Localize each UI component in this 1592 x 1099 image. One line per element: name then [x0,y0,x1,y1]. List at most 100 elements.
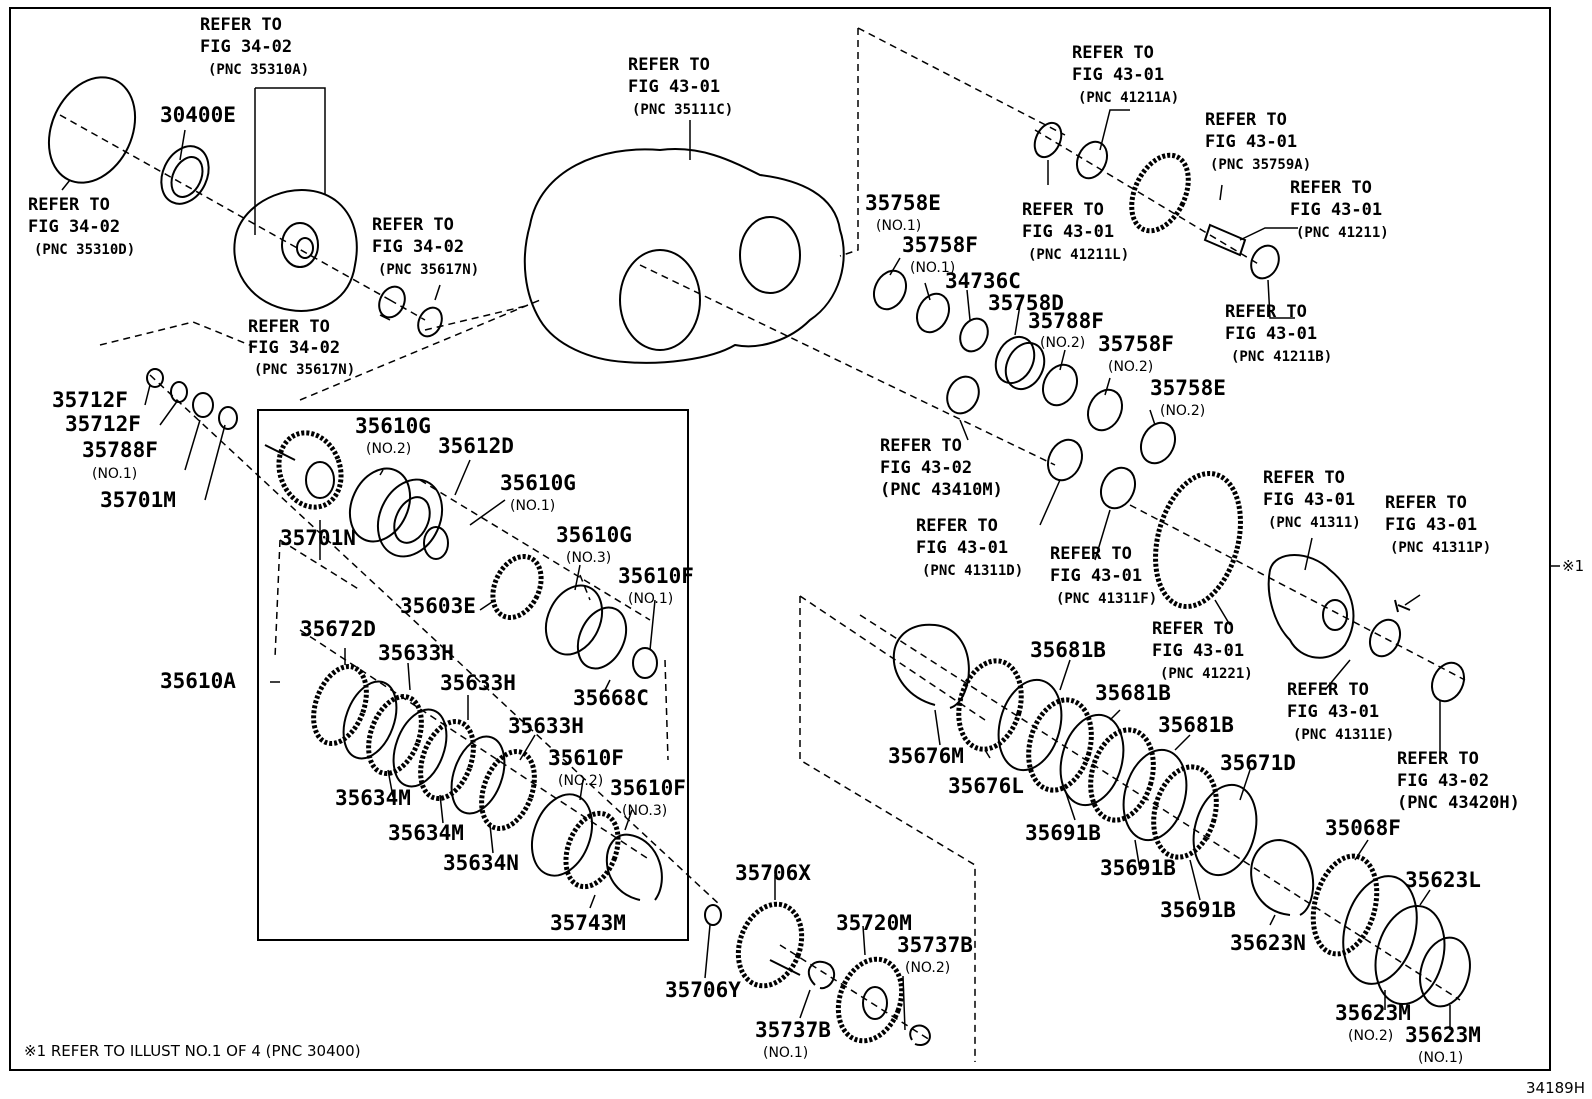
ring-41311D [1046,438,1084,482]
part-label: 35623M [1335,1001,1411,1025]
gear-35720M [835,956,905,1044]
oil-pump-body [233,189,358,312]
part-label-qualifier: (NO.1) [92,466,137,482]
seal-35610G-no3 [544,584,604,656]
shaft-41211 [1203,223,1247,257]
seal-35623M-no1 [1419,936,1471,1008]
callout-pnc: (PNC 35759A) [1210,157,1311,173]
plate-35633H-2 [418,719,476,801]
part-label-qualifier: (NO.2) [905,960,950,976]
callout-line: REFER TO [1022,200,1104,220]
diagram-frame [9,7,1551,1071]
part-label: 35623N [1230,931,1306,955]
bearing-41311E [1368,618,1402,658]
ring-35788F-no2 [1041,363,1079,407]
part-label: 35610F [618,564,694,588]
plate-35633H-1 [366,694,424,776]
callout-line: FIG 43-01 [916,538,1008,558]
callout-pnc: (PNC 41311F) [1056,591,1157,607]
callout-ref-35310a: REFER TO FIG 34-02 (PNC 35310A) [200,15,309,78]
clutch-subassembly-box [257,409,689,941]
callout-line: REFER TO [1050,544,1132,564]
callout-pnc: (PNC 43420H) [1397,793,1520,813]
plate-35634M-2 [392,708,448,788]
part-label: 35681B [1158,713,1234,737]
seal-35610G-no1 [423,526,449,560]
reference-marker: ※1 [1562,557,1584,575]
plate-35691B-2 [1088,727,1156,823]
part-label: 35691B [1100,856,1176,880]
part-label: 35610A [160,669,236,693]
ring-35712F-1 [146,368,164,388]
part-label: 30400E [160,103,236,127]
seal-43410M [946,375,980,415]
part-label: 35701M [100,488,176,512]
piston-35612D [376,478,444,558]
subassembly-dashed-outline-left [99,321,361,659]
part-label: 35610G [500,471,576,495]
plate-35671D [1192,783,1258,877]
plate-35691B-3 [1151,764,1219,860]
piston-35743M [563,810,621,890]
callout-line: FIG 34-02 [248,338,340,358]
part-label: 35758F [1098,332,1174,356]
part-label: 35668C [573,686,649,710]
snap-ring-35737B-no1 [807,960,836,990]
callout-pnc: (PNC 41211) [1296,225,1389,241]
callout-line: REFER TO [880,436,962,456]
part-label-qualifier: (NO.2) [366,441,411,457]
transaxle-case-bore-2 [739,216,801,294]
callout-pnc: (PNC 35111C) [632,102,733,118]
part-label: 35068F [1325,816,1401,840]
part-label: 35712F [65,412,141,436]
bearing-41211B [1250,244,1280,280]
callout-ref-35310d: REFER TO FIG 34-02 (PNC 35310D) [28,195,135,258]
callout-pnc: (PNC 35310A) [208,62,309,78]
oil-seal-30400E-part [160,145,210,205]
part-label: 35610G [355,414,431,438]
part-label: 35633H [508,714,584,738]
callout-line: REFER TO [1290,178,1372,198]
part-label: 35737B [755,1018,831,1042]
ring-41211L [1033,121,1063,159]
bearing-35758D-2 [1004,341,1046,391]
callout-line: REFER TO [1072,43,1154,63]
part-label-qualifier: (NO.2) [558,773,603,789]
part-label-qualifier: (NO.2) [1040,335,1085,351]
axis-line-10 [579,574,669,761]
callout-ref-43410m: REFER TO FIG 43-02 (PNC 43410M) [880,436,1003,500]
differential-case-41311 [1267,554,1355,659]
callout-ref-35111c: REFER TO FIG 43-01 (PNC 35111C) [628,55,733,118]
callout-ref-41311e: REFER TO FIG 43-01 (PNC 41311E) [1287,680,1394,743]
gear-35720M-hub [862,986,888,1020]
plate-35672D [311,664,369,746]
snap-ring-35623N [1250,838,1315,916]
part-label-qualifier: (NO.1) [876,218,921,234]
callout-line: REFER TO [1152,619,1234,639]
ring-gear-41221 [1153,471,1243,609]
callout-line: REFER TO [28,195,110,215]
callout-pnc: (PNC 41221) [1160,666,1253,682]
plate-35691B-1 [1026,697,1094,793]
seal-35610G-no2 [348,467,412,543]
callout-pnc: (PNC 43410M) [880,480,1003,500]
seal-35758F-no2 [1086,388,1124,432]
axis-line-8 [1129,504,1466,681]
piston-35623L [1374,904,1446,1006]
callout-line: FIG 43-01 [1263,490,1355,510]
part-label: 35634N [443,851,519,875]
clutch-drum-shaft [264,444,296,461]
callout-line: FIG 34-02 [200,37,292,57]
callout-ref-41311p: REFER TO FIG 43-01 (PNC 41311P) [1385,493,1491,556]
callout-ref-41311: REFER TO FIG 43-01 (PNC 41311) [1263,468,1361,531]
callout-pnc: (PNC 41211A) [1078,90,1179,106]
callout-line: FIG 34-02 [372,237,464,257]
part-label: 35788F [1028,309,1104,333]
part-label-qualifier: (NO.3) [622,803,667,819]
part-label: 35737B [897,933,973,957]
part-label: 35623M [1405,1023,1481,1047]
plate-35681B-2 [1059,713,1125,807]
part-label: 35672D [300,617,376,641]
callout-line: REFER TO [916,516,998,536]
callout-line: FIG 43-01 [628,77,720,97]
